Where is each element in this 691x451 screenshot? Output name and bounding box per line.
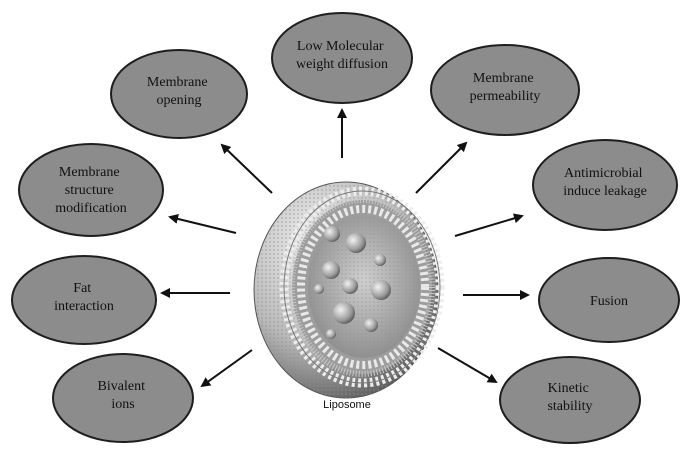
node-membrane-permeability-line-1: Membrane	[473, 71, 534, 86]
node-membrane-opening-line-1: Membrane	[147, 75, 208, 90]
node-kinetic-stability: Kinetic stability	[500, 357, 640, 443]
arrow-to-kinetic-stability	[438, 348, 496, 382]
node-low-molecular: Low Molecular weight diffusion	[272, 13, 412, 103]
arrow-to-bivalent-ions	[202, 350, 252, 386]
node-antimicrobial-line-1: Antimicrobial	[564, 166, 643, 181]
node-fat-interaction: Fat interaction	[12, 256, 156, 344]
node-membrane-opening-line-2: opening	[156, 93, 201, 108]
node-bivalent-ions-line-1: Bivalent	[98, 379, 146, 394]
node-fat-interaction-line-1: Fat	[73, 281, 91, 296]
node-fusion: Fusion	[539, 258, 679, 342]
node-membrane-structure-line-3: modification	[55, 201, 127, 216]
svg-text:Membrane structure: Membrane structure modification	[55, 165, 127, 216]
node-antimicrobial: Antimicrobial induce leakage	[533, 140, 677, 230]
node-membrane-opening: Membrane opening	[111, 50, 247, 138]
node-membrane-permeability-line-2: permeability	[470, 89, 541, 104]
arrow-to-antimicrobial	[455, 216, 522, 236]
node-membrane-structure: Membrane structure modification	[19, 144, 163, 236]
node-fat-interaction-line-2: interaction	[54, 299, 114, 314]
node-low-molecular-line-1: Low Molecular	[297, 39, 384, 54]
node-bivalent-ions-line-2: ions	[111, 397, 134, 412]
arrow-to-membrane-structure	[170, 217, 236, 233]
liposome-illustration	[254, 182, 440, 398]
svg-text:Fusion: Fusion	[590, 294, 628, 309]
node-kinetic-stability-line-1: Kinetic	[548, 381, 589, 396]
liposome-label: Liposome	[323, 399, 371, 411]
arrow-to-membrane-opening	[222, 145, 272, 193]
node-antimicrobial-line-2: induce leakage	[563, 184, 647, 199]
node-low-molecular-line-2: weight diffusion	[296, 57, 388, 72]
node-bivalent-ions: Bivalent ions	[53, 354, 193, 442]
node-kinetic-stability-line-2: stability	[547, 399, 592, 414]
node-membrane-structure-line-2: structure	[65, 183, 114, 198]
node-fusion-line-1: Fusion	[590, 294, 628, 309]
node-membrane-structure-line-1: Membrane	[59, 165, 120, 180]
arrow-to-membrane-permeability	[416, 143, 466, 193]
node-membrane-permeability: Membrane permeability	[431, 45, 579, 135]
